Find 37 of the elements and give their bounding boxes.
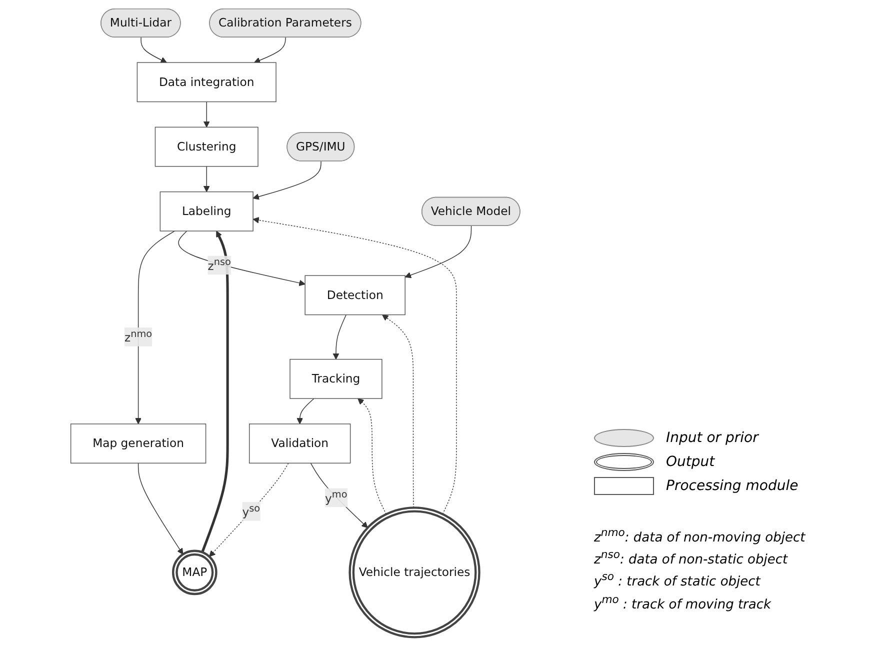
- node-box: Validation: [248, 423, 350, 464]
- arrow: [310, 462, 368, 528]
- node-box: Tracking: [289, 358, 382, 398]
- arrow: [252, 160, 321, 200]
- note-text: z$^{nso}$: data of non-static object: [594, 548, 789, 568]
- arrow: [140, 36, 167, 62]
- node-circle: MAP: [172, 549, 217, 595]
- arrow: [134, 230, 175, 424]
- note-text: z$^{nmo}$: data of non-moving object: [594, 526, 806, 546]
- arrow: [138, 462, 183, 554]
- arrow: [178, 230, 305, 286]
- arrow: [296, 398, 314, 424]
- node-box: Clustering: [154, 126, 258, 166]
- node-box: Map generation: [70, 423, 206, 464]
- edge-label: y$^{so}$: [242, 502, 260, 518]
- note-text: y$^{so}$ : track of static object: [594, 570, 762, 590]
- node-box: Detection: [304, 274, 406, 315]
- legend-text: Processing module: [666, 478, 798, 494]
- arrow: [357, 398, 386, 514]
- node-box: Data integration: [136, 62, 276, 102]
- node-circle: Vehicle trajectories: [348, 506, 480, 638]
- arrow: [332, 314, 346, 360]
- arrow: [203, 100, 210, 127]
- arrow: [404, 225, 472, 278]
- arrow: [254, 36, 286, 63]
- arrow: [208, 462, 288, 556]
- arrow: [203, 166, 210, 192]
- edge-label: z$^{nmo}$: [124, 328, 152, 344]
- note-text: y$^{mo}$ : track of moving track: [594, 592, 772, 612]
- legend-text: Output: [666, 454, 715, 470]
- arrow: [252, 216, 456, 514]
- edge-label: z$^{nso}$: [207, 256, 231, 272]
- edge-label: y$^{mo}$: [324, 489, 347, 505]
- arrow: [200, 230, 228, 552]
- arrow: [382, 314, 414, 508]
- legend-text: Input or prior: [666, 430, 758, 446]
- node-box: Labeling: [159, 190, 254, 231]
